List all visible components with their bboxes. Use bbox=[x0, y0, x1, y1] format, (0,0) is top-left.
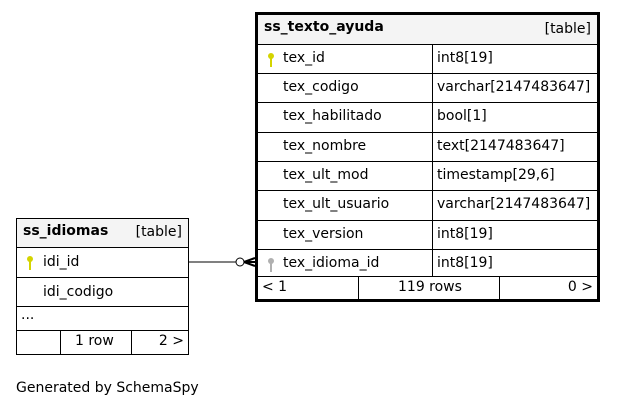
column-name: tex_ult_mod bbox=[283, 167, 369, 183]
footer-rows: 119 rows bbox=[398, 279, 462, 295]
column-name: tex_version bbox=[283, 226, 364, 242]
column-name: tex_nombre bbox=[283, 138, 367, 154]
column-row[interactable]: tex_ult_usuario varchar[2147483647] bbox=[258, 191, 597, 221]
column-name: idi_id bbox=[43, 254, 80, 270]
more-columns: ... bbox=[17, 307, 188, 331]
footer-next[interactable]: 2 > bbox=[158, 333, 184, 349]
primary-key-icon bbox=[27, 256, 33, 270]
column-row[interactable]: tex_habilitado bool[1] bbox=[258, 103, 597, 133]
table-type: [table] bbox=[544, 21, 591, 37]
column-row[interactable]: tex_id int8[19] bbox=[258, 45, 597, 74]
column-type: int8[19] bbox=[437, 226, 493, 242]
table-header: ss_idiomas [table] bbox=[17, 219, 188, 248]
column-name: tex_ult_usuario bbox=[283, 196, 390, 212]
table-ss-idiomas[interactable]: ss_idiomas [table] idi_id idi_codigo ...… bbox=[16, 218, 189, 355]
primary-key-icon bbox=[268, 53, 274, 67]
column-type: bool[1] bbox=[437, 108, 487, 124]
footer-rows: 1 row bbox=[75, 333, 114, 349]
table-name: ss_idiomas bbox=[23, 223, 109, 239]
column-name: tex_idioma_id bbox=[283, 255, 380, 271]
foreign-key-icon bbox=[268, 258, 274, 272]
column-type: varchar[2147483647] bbox=[437, 196, 591, 212]
column-row[interactable]: tex_codigo varchar[2147483647] bbox=[258, 74, 597, 103]
table-type: [table] bbox=[135, 224, 182, 240]
column-type: text[2147483647] bbox=[437, 138, 565, 154]
footer-next[interactable]: 0 > bbox=[567, 279, 593, 295]
column-name: tex_id bbox=[283, 50, 325, 66]
generated-by-label: Generated by SchemaSpy bbox=[16, 380, 199, 396]
column-row[interactable]: tex_idioma_id int8[19] bbox=[258, 250, 597, 277]
column-type: varchar[2147483647] bbox=[437, 79, 591, 95]
column-name: tex_habilitado bbox=[283, 108, 382, 124]
column-type: int8[19] bbox=[437, 255, 493, 271]
table-name: ss_texto_ayuda bbox=[264, 19, 384, 35]
table-header: ss_texto_ayuda [table] bbox=[258, 15, 597, 45]
column-row[interactable]: tex_version int8[19] bbox=[258, 221, 597, 250]
column-row[interactable]: tex_nombre text[2147483647] bbox=[258, 133, 597, 162]
column-type: int8[19] bbox=[437, 50, 493, 66]
column-name: tex_codigo bbox=[283, 79, 359, 95]
column-row[interactable]: idi_id bbox=[17, 248, 188, 278]
column-name: idi_codigo bbox=[43, 284, 114, 300]
table-footer: 1 row 2 > bbox=[17, 331, 188, 355]
column-row[interactable]: idi_codigo bbox=[17, 278, 188, 307]
footer-prev[interactable]: < 1 bbox=[262, 279, 288, 295]
column-row[interactable]: tex_ult_mod timestamp[29,6] bbox=[258, 162, 597, 191]
column-type: timestamp[29,6] bbox=[437, 167, 555, 183]
table-footer: < 1 119 rows 0 > bbox=[258, 277, 597, 302]
